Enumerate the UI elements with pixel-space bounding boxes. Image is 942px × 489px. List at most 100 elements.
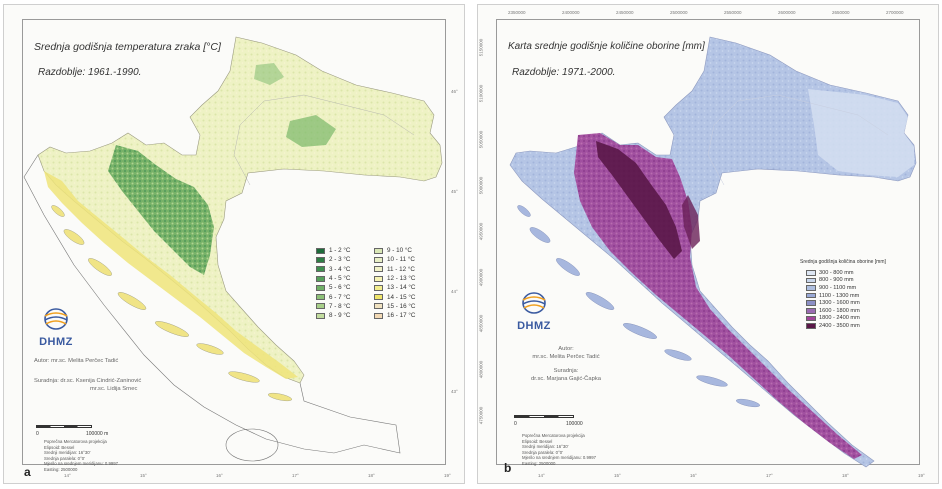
dhmz-globe-icon [522,292,546,314]
axis-tick-label: 4900000 [478,268,484,287]
map-frame [496,19,920,465]
axis-tick-label: 19° [444,473,451,478]
legend-swatch [374,247,383,254]
axis-tick-label: 2400000 [562,10,580,15]
temperature-map-panel: Srednja godišnja temperatura zraka [°C] … [3,4,465,484]
legend-swatch [806,308,816,314]
legend-label: 900 - 1100 mm [819,284,857,291]
projection-line: Poprečna Mercatorova projekcija [44,439,107,444]
logo-text: DHMZ [39,336,73,348]
axis-tick-label: 4950000 [478,222,484,241]
axis-tick-label: 46° [451,89,458,94]
legend-label: 1600 - 1800 mm [819,307,860,314]
axis-tick-label: 17° [766,473,773,478]
axis-tick-label: 2550000 [724,10,742,15]
axis-tick-label: 2600000 [778,10,796,15]
legend-item: 11 - 12 °C [374,265,415,274]
legend-swatch [806,292,816,299]
legend-swatch [374,266,383,273]
axis-tick-label: 2650000 [832,10,850,15]
legend-swatch [316,294,325,301]
legend-label: 300 - 800 mm [819,269,854,276]
precipitation-legend: Srednja godišnja količina oborine [mm] 3… [800,259,886,329]
projection-line: Mjerilo na srednjem meridijanu: 0.9997 [522,455,597,460]
axis-tick-label: 15° [614,473,621,478]
axis-tick-label: 4750000 [478,406,484,425]
legend-item: 9 - 10 °C [374,246,415,255]
legend-label: 12 - 13 °C [387,275,416,283]
projection-line: Easting: 2500000 [522,460,556,466]
axis-tick-label: 2450000 [616,10,634,15]
legend-label: 6 - 7 °C [329,293,351,301]
dhmz-logo: DHMZ [512,291,556,332]
axis-tick-label: 5150000 [478,38,484,57]
legend-item: 14 - 15 °C [374,292,415,301]
legend-item: 10 - 11 °C [374,255,415,264]
legend-swatch [806,270,816,276]
legend-label: 7 - 8 °C [329,302,351,310]
legend-swatch [374,312,383,319]
map-title: Karta srednje godišnje količine oborine … [508,41,705,52]
legend-swatch [806,277,816,284]
logo-text: DHMZ [517,320,551,332]
legend-label: 15 - 16 °C [387,302,416,310]
legend-item: 1600 - 1800 mm [806,307,886,315]
axis-tick-label: 2350000 [508,10,526,15]
projection-line: Elipsoid: Bessel [44,444,75,450]
axis-tick-label: 4850000 [478,314,484,333]
legend-swatch [316,284,325,291]
legend-item: 16 - 17 °C [374,311,415,320]
projection-line: Srednja paralela: 0°0' [522,449,563,455]
legend-swatch [316,312,325,319]
projection-line: Srednji meridijan: 16°30' [44,450,91,455]
axis-tick-label: 5000000 [478,176,484,195]
legend-swatch [806,285,816,291]
precipitation-map-panel: Karta srednje godišnje količine oborine … [477,4,939,484]
map-frame [22,19,446,465]
warm-coastal-zone [44,171,298,379]
islands [51,205,292,402]
projection-line: Mjerilo na srednjem meridijanu: 0.9997 [44,461,119,466]
axis-tick-label: 4800000 [478,360,484,379]
legend-swatch [374,294,383,301]
legend-label: 9 - 10 °C [387,247,412,255]
legend-swatch [374,303,383,310]
legend-item: 1800 - 2400 mm [806,315,886,323]
collab-credit-2: mr.sc. Lidija Srnec [90,386,138,392]
axis-tick-label: 19° [918,473,925,478]
legend-label: 1100 - 1300 mm [819,292,860,299]
legend-label: 800 - 900 mm [819,277,854,284]
legend-swatch [806,300,816,306]
legend-item: 800 - 900 mm [806,277,886,285]
legend-label: 3 - 4 °C [329,265,351,273]
legend-swatch [316,275,325,282]
author-credit: Autor: mr.sc. Melita Perčec Tadić [532,346,600,360]
legend-item: 1 - 2 °C [316,246,350,255]
legend-label: 13 - 14 °C [387,284,416,292]
legend-label: 4 - 5 °C [329,275,351,283]
sea-boundary [23,154,401,454]
legend-label: 1800 - 2400 mm [819,315,860,322]
legend-item: 2 - 3 °C [316,255,350,264]
panel-letter: b [504,461,512,475]
legend-label: 14 - 15 °C [387,293,416,301]
axis-tick-label: 2500000 [670,10,688,15]
legend-label: 10 - 11 °C [387,256,415,264]
map-title: Srednja godišnja temperatura zraka [°C] [34,41,221,53]
legend-swatch [316,266,325,273]
axis-tick-label: 18° [842,473,849,478]
axis-tick-label: 5050000 [478,130,484,149]
axis-tick-label: 16° [690,473,697,478]
legend-item: 900 - 1100 mm [806,284,886,292]
axis-tick-label: 45° [451,189,458,194]
legend-label: 8 - 9 °C [329,312,351,320]
legend-swatch [374,284,383,291]
projection-line: Easting: 2500000 [44,466,78,472]
legend-swatch [806,323,816,329]
dhmz-logo: DHMZ [34,307,78,348]
projection-line: Srednja paralela: 0°0' [44,455,85,461]
projection-line: Poprečna Mercatorova projekcija [522,433,585,438]
axis-tick-label: 18° [368,473,375,478]
